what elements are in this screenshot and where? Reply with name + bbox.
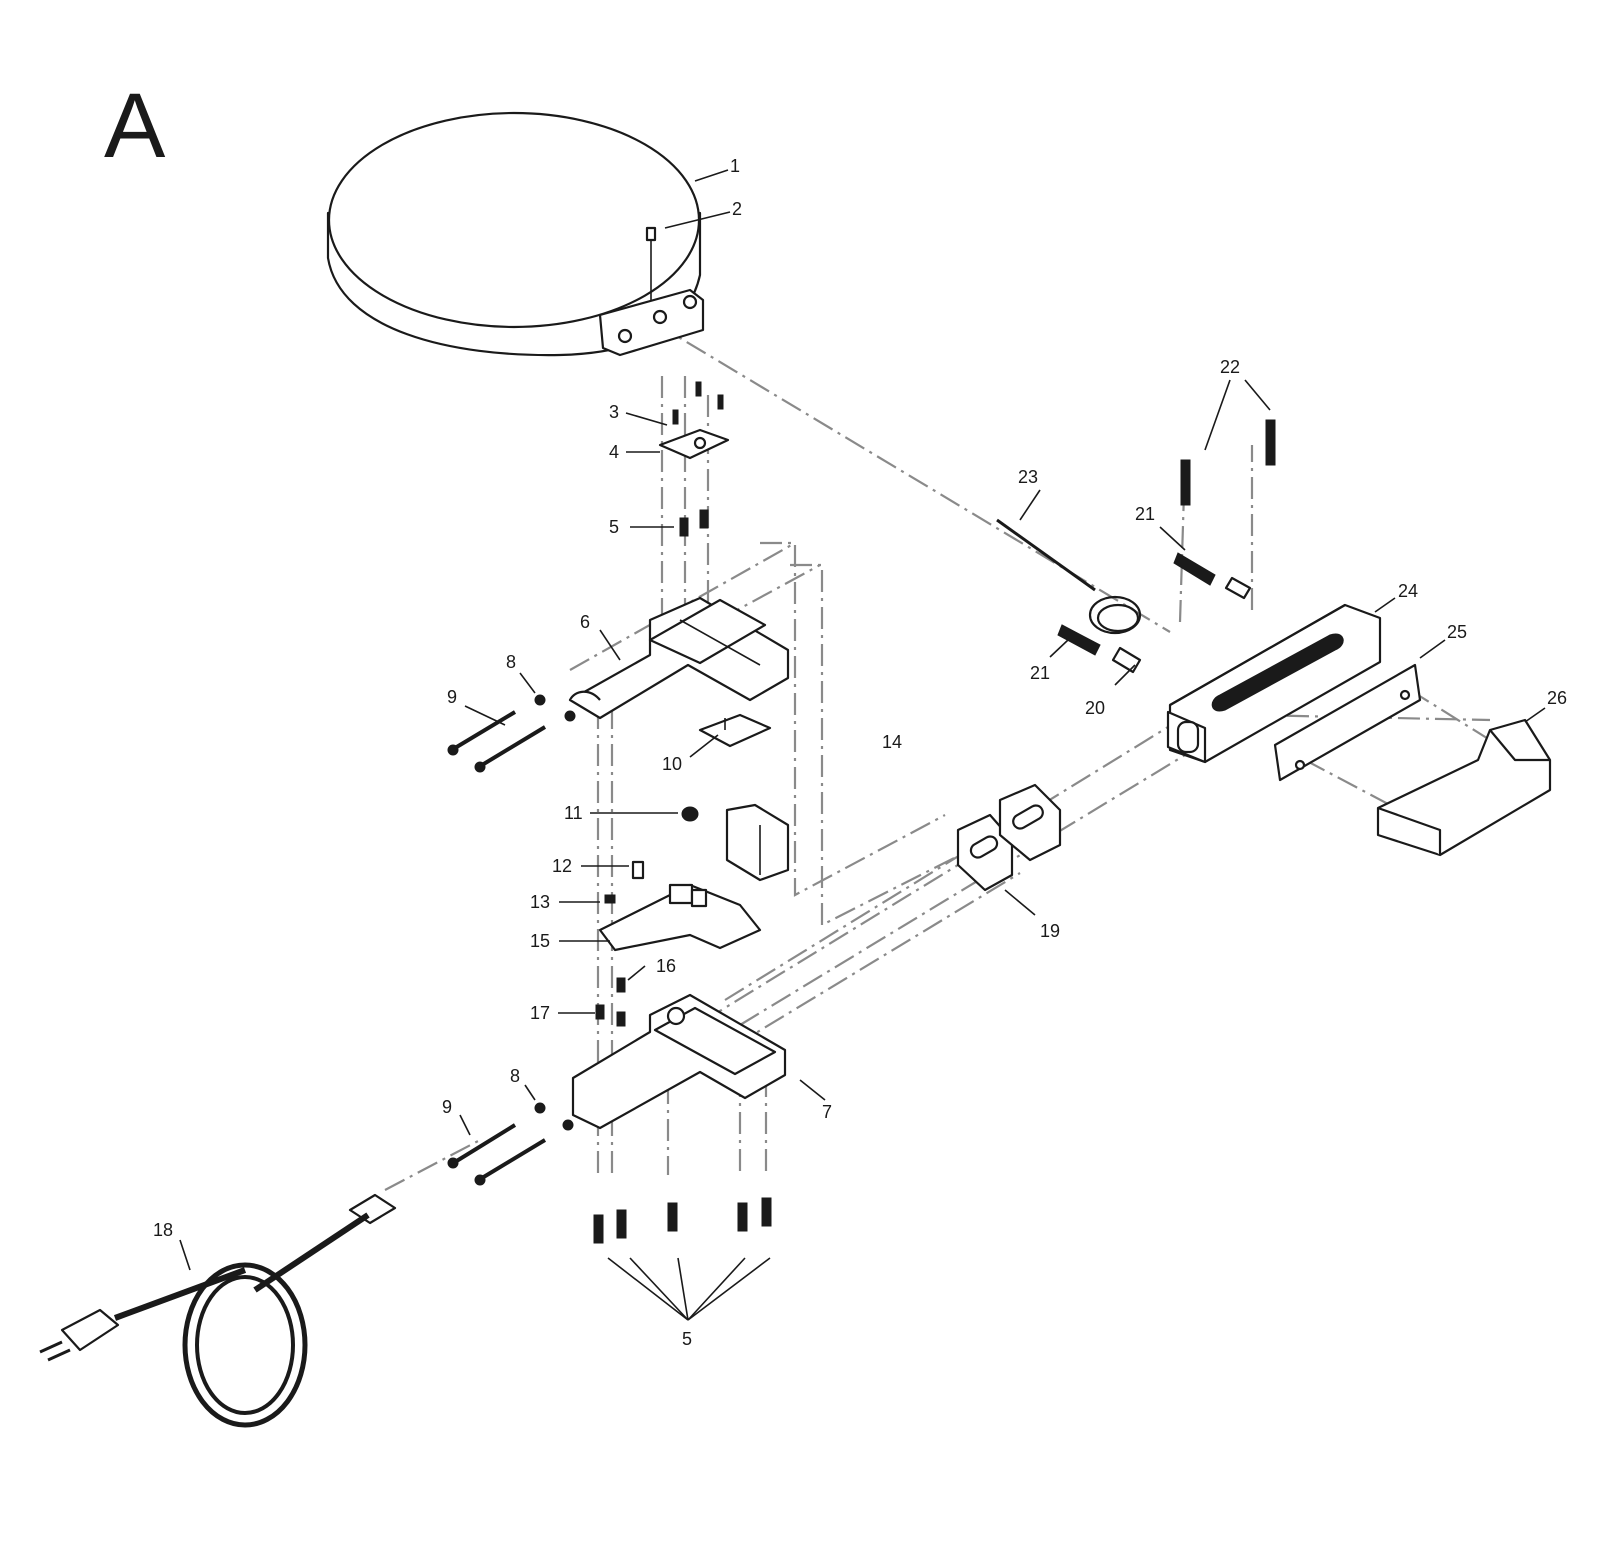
part-3-screws <box>672 381 724 425</box>
callout-labels: 1 2 3 4 5 6 7 8 8 9 9 10 11 12 13 14 15 … <box>153 156 1567 1349</box>
callout-26: 26 <box>1547 688 1567 708</box>
part-22-screws <box>1180 419 1276 506</box>
callout-9-upper: 9 <box>447 687 457 707</box>
callout-7: 7 <box>822 1102 832 1122</box>
part-10-bracket <box>698 713 772 748</box>
callout-1: 1 <box>730 156 740 176</box>
part-18-power-cable <box>39 1193 397 1428</box>
callout-5-upper: 5 <box>609 517 619 537</box>
callout-8-upper: 8 <box>506 652 516 672</box>
alignment-lines <box>384 322 1491 1191</box>
part-11-knob <box>681 806 699 822</box>
callout-11: 11 <box>564 803 583 823</box>
callout-12: 12 <box>552 856 572 876</box>
part-23-coil <box>996 518 1142 635</box>
part-12-clip <box>631 860 645 880</box>
callout-2: 2 <box>732 199 742 219</box>
part-25-plate <box>1273 663 1422 782</box>
callout-21-upper: 21 <box>1135 504 1155 524</box>
part-2-set-screw <box>645 226 657 300</box>
callout-23: 23 <box>1018 467 1038 487</box>
part-15-circuit-board <box>598 883 762 952</box>
part-5-screws-lower <box>593 1197 772 1244</box>
part-14-heatsink <box>725 803 790 882</box>
callout-5-lower: 5 <box>682 1329 692 1349</box>
part-19-gaskets <box>956 783 1062 892</box>
callout-16: 16 <box>656 956 676 976</box>
callout-15: 15 <box>530 931 550 951</box>
part-16-17-screws <box>595 977 626 1027</box>
callout-10: 10 <box>662 754 682 774</box>
callout-19: 19 <box>1040 921 1060 941</box>
part-24-rail <box>1166 603 1382 764</box>
callout-8-lower: 8 <box>510 1066 520 1086</box>
callout-4: 4 <box>609 442 619 462</box>
callout-13: 13 <box>530 892 550 912</box>
part-9-bolts <box>447 710 547 1186</box>
callout-24: 24 <box>1398 581 1418 601</box>
part-21-bolts <box>1057 552 1216 656</box>
callout-9-lower: 9 <box>442 1097 452 1117</box>
part-8-nuts <box>534 694 576 1131</box>
part-5-screws-upper <box>679 509 709 537</box>
part-7-lower-housing <box>571 993 787 1130</box>
callout-6: 6 <box>580 612 590 632</box>
part-6-upper-housing <box>568 596 790 720</box>
callout-25: 25 <box>1447 622 1467 642</box>
callout-20: 20 <box>1085 698 1105 718</box>
callout-21-lower: 21 <box>1030 663 1050 683</box>
callout-3: 3 <box>609 402 619 422</box>
part-1-round-top <box>326 111 705 357</box>
callout-22: 22 <box>1220 357 1240 377</box>
callout-14: 14 <box>882 732 902 752</box>
callout-18: 18 <box>153 1220 173 1240</box>
sheet-label: A <box>104 75 166 177</box>
part-13-screw <box>604 894 616 904</box>
callout-17: 17 <box>530 1003 550 1023</box>
part-26-handle <box>1376 718 1552 857</box>
callout-leaders <box>179 169 1546 1321</box>
part-4-plate <box>658 428 730 460</box>
